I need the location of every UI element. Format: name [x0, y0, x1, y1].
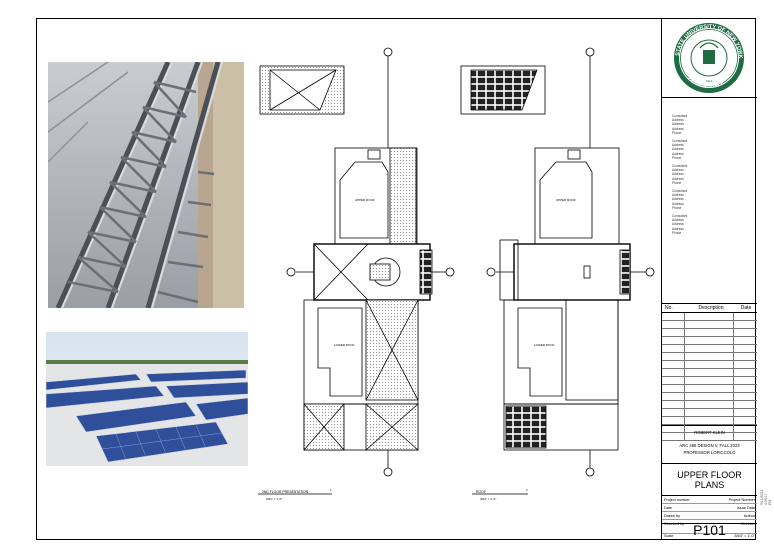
revision-row [662, 433, 757, 441]
info-label: Checked by [664, 521, 685, 526]
plan-2nd-floor [258, 47, 455, 495]
drawing-sheet-border [36, 18, 756, 540]
author-name: ROBERT KLEIN [694, 430, 725, 435]
steel-truss-photo [48, 62, 244, 308]
info-label: Drawn by [664, 513, 681, 518]
consultant-line: Address [672, 193, 684, 198]
plan-roof [460, 47, 655, 495]
consultant-line: Phone [672, 155, 682, 160]
view-title: 2ND FLOOR PRESENTATION [262, 490, 309, 494]
rev-no-header: No. [665, 305, 673, 311]
revision-row [662, 369, 757, 377]
consultant-line: Phone [672, 230, 682, 235]
consultant-line: Address [672, 122, 684, 127]
consultant-line: Address [672, 126, 684, 131]
consultant-line: Phone [672, 205, 682, 210]
revision-row [662, 417, 757, 425]
room-label: LOWER ROOF [534, 343, 555, 347]
consultant-line: Phone [672, 180, 682, 185]
revision-table: No. Description Date [662, 304, 757, 441]
consultant-line: Address [672, 176, 684, 181]
sheet-scale: 3/64" = 1'-0" [734, 533, 755, 538]
consultant-line: Phone [672, 130, 682, 135]
title-block: STATE UNIVERSITY OF NEW YORK FARMINGDALE… [661, 18, 757, 540]
consultant-line: Address [672, 143, 684, 148]
checked-by: Checker [740, 521, 755, 526]
logo-area: STATE UNIVERSITY OF NEW YORK FARMINGDALE… [662, 18, 757, 98]
consultant-heading: Consultant [672, 214, 688, 219]
issue-date: Issue Date [736, 505, 755, 510]
view-number: 2 [526, 488, 528, 492]
consultant-line: Address [672, 168, 684, 173]
professor-name: PROFESSOR LOPICCOLO [683, 450, 736, 455]
view-number: 1 [330, 488, 332, 492]
sheet-number-area [662, 524, 757, 534]
revision-row [662, 401, 757, 409]
floor-plan-drawings [258, 47, 655, 495]
project-info: Project number Project Number Date Issue D… [662, 496, 757, 526]
plot-stamp: 9/11/2023 4:55:17 PM [760, 489, 772, 505]
consultant-line: Address [672, 201, 684, 206]
view-scale: 3/64" = 1'-0" [480, 497, 497, 501]
course-name: ARC 486 DESIGN V, FALL 2023 [679, 443, 740, 448]
rev-desc-header: Description [698, 305, 724, 311]
revision-row [662, 345, 757, 353]
revision-row [662, 313, 757, 321]
info-label: Date [664, 505, 673, 510]
university-seal-logo: STATE UNIVERSITY OF NEW YORK FARMINGDALE… [674, 23, 744, 93]
revision-row [662, 337, 757, 345]
consultant-line: Address [672, 147, 684, 152]
consultant-line: Address [672, 151, 684, 156]
info-label: Project number [664, 497, 690, 502]
consultant-line: Address [672, 226, 684, 231]
drawn-by: Author [743, 513, 755, 518]
author-area: ROBERT KLEIN ARC 486 DESIGN V, FALL 2023… [662, 426, 757, 464]
revision-row [662, 393, 757, 401]
consultant-heading: Consultant [672, 139, 688, 144]
consultant-line: Address [672, 118, 684, 123]
view-title: ROOF [476, 490, 486, 494]
sheet-title: UPPER FLOOR PLANS [677, 470, 742, 490]
consultant-line: Address [672, 218, 684, 223]
revision-row [662, 353, 757, 361]
revision-row [662, 329, 757, 337]
consultant-heading: Consultant [672, 164, 688, 169]
revision-row [662, 377, 757, 385]
consultant-line: Address [672, 172, 684, 177]
revision-row [662, 361, 757, 369]
room-label: LOWER ROOF [334, 343, 355, 347]
revision-row [662, 425, 757, 433]
consultant-line: Address [672, 197, 684, 202]
project-number: Project Number [728, 497, 755, 502]
solar-panel-roof-photo [46, 332, 248, 466]
svg-text:1912: 1912 [706, 79, 713, 83]
consultant-heading: Consultant [672, 114, 688, 118]
consultant-heading: Consultant [672, 189, 688, 194]
scale-label: Scale [664, 533, 674, 538]
revision-row [662, 321, 757, 329]
sheet-title-area: UPPER FLOOR PLANS [662, 464, 757, 496]
rev-date-header: Date [740, 305, 752, 311]
sheet-number: P101 [693, 522, 726, 538]
revision-row [662, 409, 757, 417]
consultant-line: Address [672, 222, 684, 227]
room-label: UPPER ROOF [355, 198, 375, 202]
view-scale: 3/64" = 1'-0" [266, 497, 283, 501]
revision-row [662, 385, 757, 393]
room-label: UPPER ROOF [556, 198, 576, 202]
